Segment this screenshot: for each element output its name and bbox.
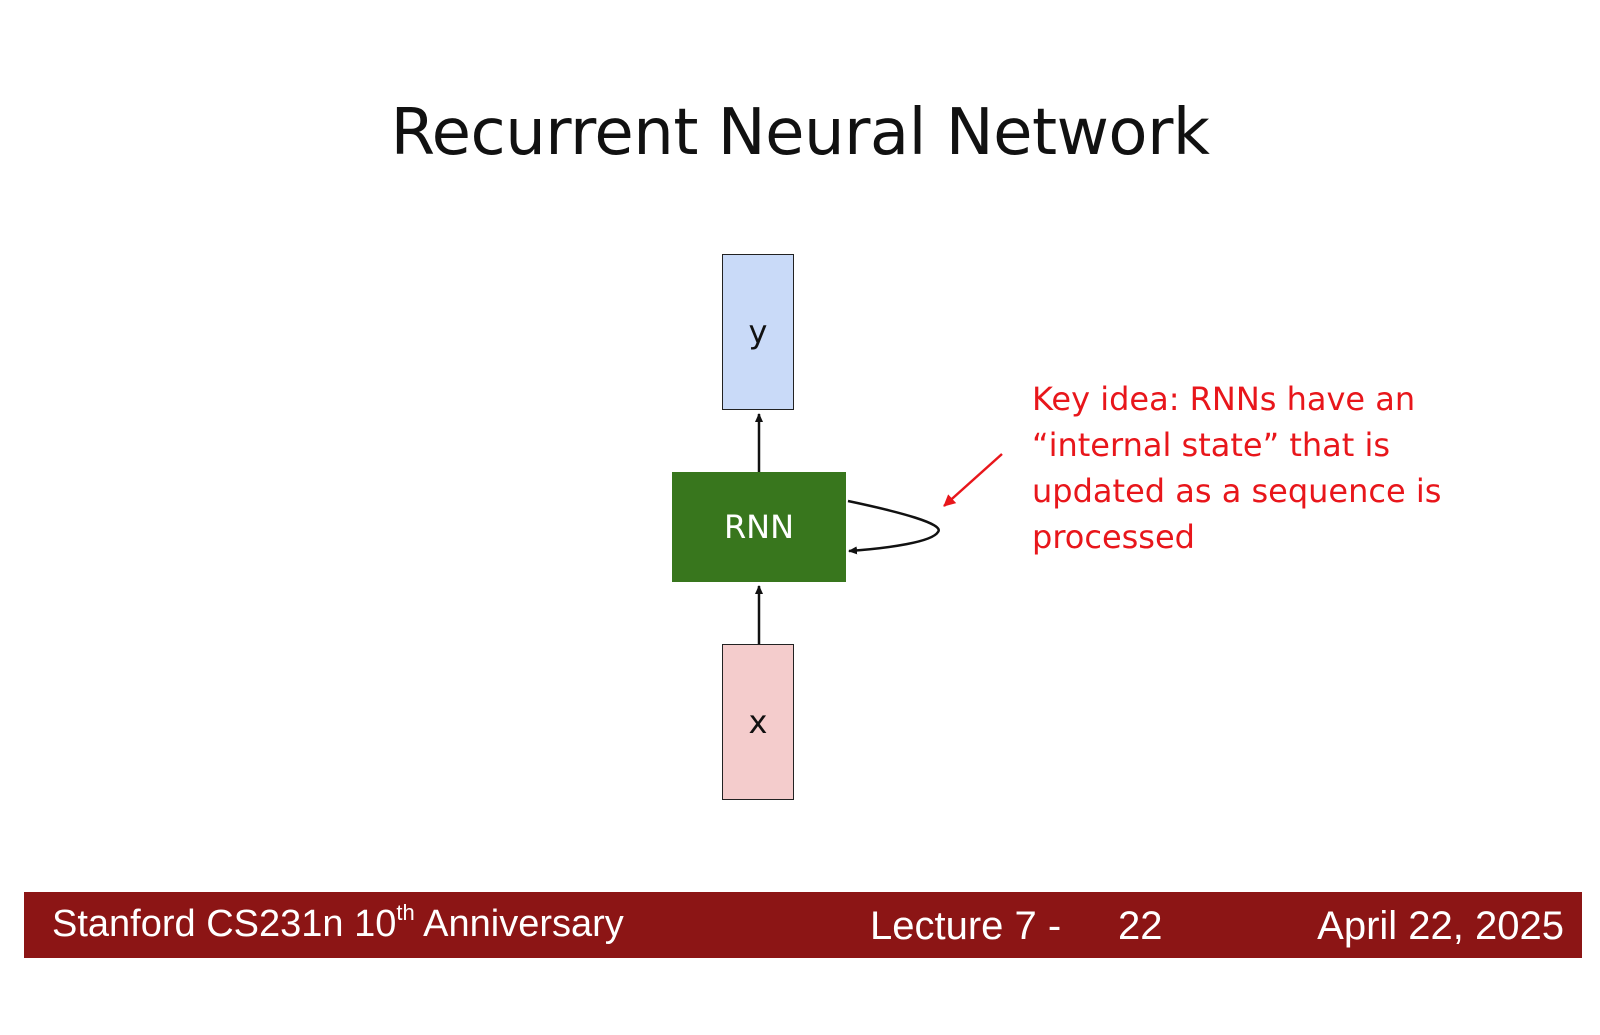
footer-lecture: Lecture 7 - [870, 904, 1062, 948]
course-name: Stanford CS231n 10 [52, 903, 397, 945]
output-node: y [722, 254, 794, 410]
input-node: x [722, 644, 794, 800]
diagram-arrows [755, 413, 1003, 644]
rnn-node: RNN [672, 472, 846, 582]
key-idea-annotation: Key idea: RNNs have an “internal state” … [1032, 380, 1442, 556]
slide-title: Recurrent Neural Network [390, 96, 1210, 170]
course-anniversary: Anniversary [414, 903, 624, 945]
footer-page-number: 22 [1118, 904, 1163, 948]
annotation-pointer-arrow [943, 453, 1003, 507]
footer-course-title: Stanford CS231n 10th Anniversary [52, 902, 624, 946]
recurrent-loop-arrow [847, 499, 940, 555]
footer-date: April 22, 2025 [1317, 904, 1564, 948]
rnn-diagram: y RNN x Key idea: RNNs have an “internal… [672, 254, 1442, 800]
course-superscript: th [396, 900, 415, 925]
footer-bar: Stanford CS231n 10th Anniversary Lecture… [24, 892, 1582, 958]
